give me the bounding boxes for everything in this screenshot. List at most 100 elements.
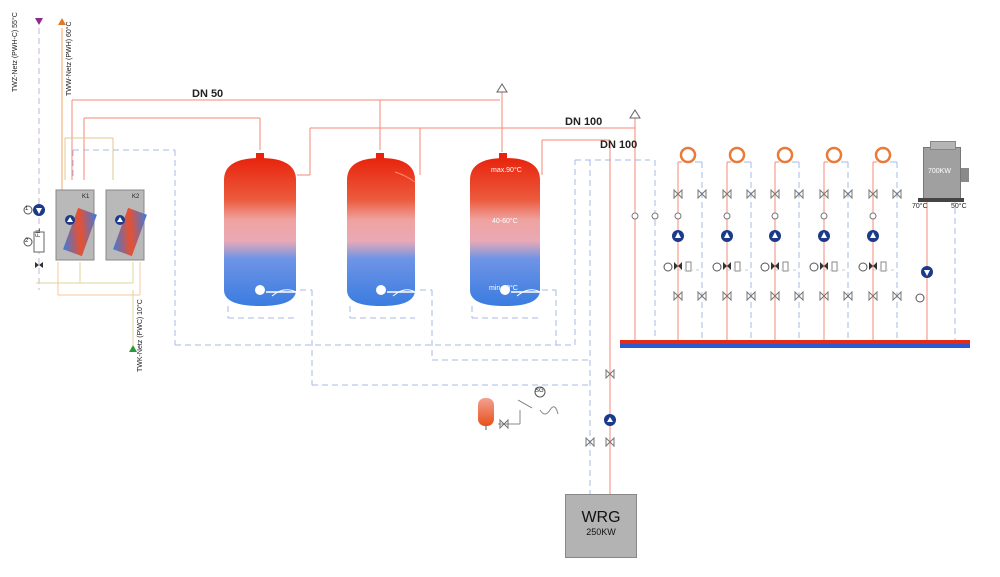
heat-exchanger-k2 xyxy=(105,189,147,261)
valve-icon xyxy=(605,436,615,448)
circuit-group xyxy=(631,146,902,340)
filter-label: FIL xyxy=(36,228,42,237)
valve-icon xyxy=(892,188,902,200)
check-valve-icon xyxy=(782,261,789,272)
sensor-icon xyxy=(376,285,386,295)
valve-icon xyxy=(843,188,853,200)
consumer-coil-icon xyxy=(874,146,892,164)
sensor-icon xyxy=(500,285,510,295)
header-pipes xyxy=(297,118,636,494)
motor-icon xyxy=(663,262,673,272)
consumer-coil-icon xyxy=(825,146,843,164)
boiler-unit: 700KW xyxy=(918,141,969,202)
motor-icon xyxy=(712,262,722,272)
valve-icon xyxy=(697,188,707,200)
valve-icon xyxy=(35,262,43,268)
valve-icon xyxy=(843,290,853,302)
check-valve-icon xyxy=(685,261,692,272)
check-valve-icon xyxy=(734,261,741,272)
consumer-coil-icon xyxy=(776,146,794,164)
valve-icon xyxy=(794,290,804,302)
manifold xyxy=(620,340,970,348)
item-1-label: 1 xyxy=(25,206,29,212)
mixing-valve-icon xyxy=(771,262,779,270)
temp-sensor-icon xyxy=(771,212,779,220)
mixing-valve-icon xyxy=(674,262,682,270)
temp-sensor-icon xyxy=(820,212,828,220)
wrg-power: 250KW xyxy=(586,527,616,537)
temp-sensor-icon xyxy=(651,212,659,220)
item-2-label: 2 xyxy=(25,238,29,244)
valve-icon xyxy=(746,188,756,200)
temp-sensor-icon xyxy=(723,212,731,220)
boiler-cap xyxy=(930,141,956,150)
boiler-return-temp: 50°C xyxy=(951,203,967,210)
valve-icon xyxy=(819,290,829,302)
valve-icon xyxy=(868,188,878,200)
temp-sensor-icon xyxy=(631,212,639,220)
label-circle-icon xyxy=(23,205,33,215)
hx-k1-label: K1 xyxy=(82,194,90,200)
valve-icon xyxy=(770,290,780,302)
label-circle-icon xyxy=(23,237,33,247)
safety-group-icon xyxy=(534,386,546,398)
buffer-tank-2 xyxy=(347,153,416,306)
hx-k2-label: K2 xyxy=(132,194,140,200)
consumer-coil-icon xyxy=(728,146,746,164)
boiler-flow-temp: 70°C xyxy=(912,203,928,210)
pump-arrow-icon xyxy=(724,232,730,238)
temp-sensor-icon xyxy=(674,212,682,220)
valve-icon xyxy=(770,188,780,200)
valve-icon xyxy=(722,290,732,302)
expansion-vessel xyxy=(478,386,559,430)
air-vent-icon xyxy=(496,83,508,93)
mixing-valve-icon xyxy=(723,262,731,270)
air-vent-icon xyxy=(629,109,641,119)
tww-marker-icon xyxy=(58,18,66,25)
tank-max-label: max.90°C xyxy=(491,167,522,174)
dn100-label: DN 100 xyxy=(565,116,603,128)
motor-icon xyxy=(858,262,868,272)
twz-label: TWZ-Netz (PWH-C) 55°C xyxy=(12,12,19,92)
check-valve-icon xyxy=(880,261,887,272)
wrg-unit: WRG 250KW xyxy=(565,494,637,558)
sensor-icon xyxy=(255,285,265,295)
boiler-burner xyxy=(961,168,969,182)
pump-arrow-icon xyxy=(772,232,778,238)
mixing-valve-icon xyxy=(820,262,828,270)
temp-sensor-icon xyxy=(869,212,877,220)
tank-min-label: min.40°C xyxy=(489,285,518,292)
heat-exchanger-k1 xyxy=(55,189,97,261)
valve-icon xyxy=(697,290,707,302)
boiler-power: 700KW xyxy=(928,168,951,175)
return-pipes xyxy=(227,289,590,386)
mixing-valve-icon xyxy=(869,262,877,270)
valve-icon xyxy=(673,188,683,200)
twk-marker-icon xyxy=(129,345,137,352)
sg-label: SG xyxy=(535,388,544,394)
valve-icon xyxy=(892,290,902,302)
motor-icon xyxy=(809,262,819,272)
valve-icon xyxy=(722,188,732,200)
valve-icon xyxy=(605,368,615,380)
pump-arrow-icon xyxy=(821,232,827,238)
pump-arrow-icon xyxy=(870,232,876,238)
pump-arrow-icon xyxy=(675,232,681,238)
air-vent-icons xyxy=(496,83,641,119)
boiler-base xyxy=(918,198,964,202)
valve-icon xyxy=(794,188,804,200)
wrg-title: WRG xyxy=(581,509,621,526)
valve-icon xyxy=(585,436,595,448)
motor-icon xyxy=(915,293,925,303)
buffer-tank-3 xyxy=(470,153,541,306)
check-valve-icon xyxy=(831,261,838,272)
twz-marker-icon xyxy=(35,18,43,25)
consumer-coil-icon xyxy=(679,146,697,164)
valve-icon xyxy=(746,290,756,302)
dn50-label: DN 50 xyxy=(192,88,224,100)
twk-label: TWK-Netz (PWC) 10°C xyxy=(137,299,144,372)
filter-icon xyxy=(33,231,45,253)
dn100-label-2: DN 100 xyxy=(600,139,638,151)
motor-icon xyxy=(760,262,770,272)
